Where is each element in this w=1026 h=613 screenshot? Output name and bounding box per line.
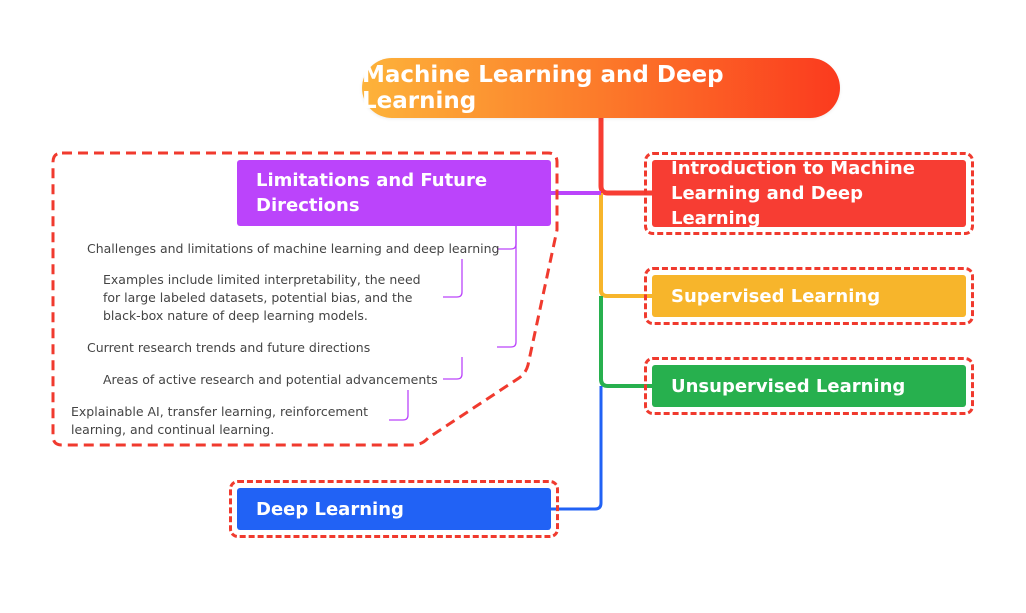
boundary-deep-learning: [229, 480, 559, 538]
root-topic-label: Machine Learning and Deep Learning: [362, 62, 724, 114]
subtopic-research-trends[interactable]: Current research trends and future direc…: [87, 340, 371, 355]
connector-sub-5: [389, 390, 409, 421]
connector-supervised: [599, 193, 652, 298]
root-topic[interactable]: Machine Learning and Deep Learning: [362, 58, 840, 118]
connector-sub-1: [497, 226, 517, 250]
topic-introduction-label: Introduction to Machine Learning and Dee…: [671, 158, 915, 229]
topic-limitations[interactable]: Limitations and Future Directions: [237, 160, 551, 226]
boundary-unsupervised: [644, 357, 974, 415]
subtopic-challenges[interactable]: Challenges and limitations of machine le…: [87, 241, 500, 256]
topic-unsupervised-learning-label: Unsupervised Learning: [671, 375, 906, 397]
subtopic-explainable-ai[interactable]: Explainable AI, transfer learning, reinf…: [71, 404, 369, 437]
subtopic-examples[interactable]: Examples include limited interpretabilit…: [103, 272, 421, 323]
subtopic-active-research[interactable]: Areas of active research and potential a…: [103, 372, 438, 387]
boundary-intro: [644, 152, 974, 235]
topic-limitations-label: Limitations and Future Directions: [256, 170, 488, 216]
connector-intro: [598, 118, 652, 196]
boundary-limitations: [51, 151, 559, 447]
topic-deep-learning[interactable]: Deep Learning: [237, 488, 551, 530]
topic-supervised-learning[interactable]: Supervised Learning: [652, 275, 966, 317]
topic-deep-learning-label: Deep Learning: [256, 498, 404, 520]
connector-sub-4: [443, 357, 463, 380]
connector-unsupervised: [599, 296, 652, 388]
connector-sub-2: [443, 259, 463, 298]
connector-sub-3: [497, 226, 517, 348]
connector-deep: [551, 386, 603, 511]
boundary-supervised: [644, 267, 974, 325]
topic-introduction[interactable]: Introduction to Machine Learning and Dee…: [652, 158, 966, 229]
topic-unsupervised-learning[interactable]: Unsupervised Learning: [652, 365, 966, 407]
topic-supervised-learning-label: Supervised Learning: [671, 285, 881, 307]
